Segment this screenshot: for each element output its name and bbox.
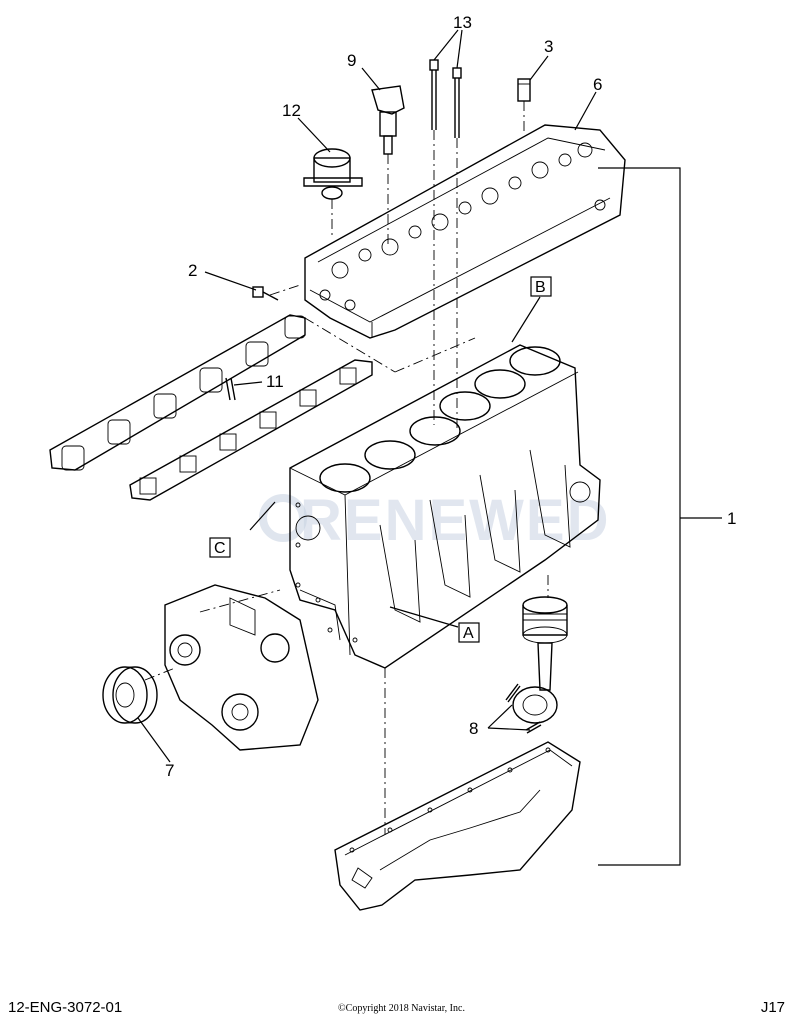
manifold-bolt: [252, 286, 279, 301]
cylinder-head: [304, 124, 626, 339]
callout-1: 1: [727, 509, 736, 528]
egr-valve: [303, 148, 363, 200]
box-label-b: B: [530, 276, 552, 297]
box-label-c: C: [209, 537, 231, 558]
head-bolts: [429, 59, 462, 138]
crankshaft-pulley: [102, 666, 158, 724]
manifold-gasket: [129, 359, 373, 501]
callout-12: 12: [282, 101, 301, 120]
rod-bolts: [505, 683, 542, 734]
page-number: J17: [760, 999, 785, 1016]
watermark-text: RENEWED: [300, 488, 610, 553]
front-cover: [164, 584, 319, 751]
callout-2: 2: [188, 261, 197, 280]
callout-7: 7: [165, 761, 174, 780]
copyright-notice: ©Copyright 2018 Navistar, Inc.: [338, 1003, 465, 1014]
leader-lines: [137, 29, 722, 866]
callout-labels: 13 3 9 6 12 2 11 1 8 7: [165, 13, 736, 780]
callout-13: 13: [453, 13, 472, 32]
document-id: 12-ENG-3072-01: [8, 999, 123, 1016]
callout-8: 8: [469, 719, 478, 738]
exhaust-manifold: [49, 314, 306, 471]
box-label-a-text: A: [463, 625, 474, 642]
box-label-a: A: [458, 622, 480, 643]
alignment-lines: [144, 101, 549, 835]
oil-pan: [334, 741, 581, 911]
valve-cover-bolt: [517, 78, 531, 102]
piston-assembly: [512, 596, 568, 724]
fuel-injector: [371, 85, 405, 155]
callout-3: 3: [544, 37, 553, 56]
callout-6: 6: [593, 75, 602, 94]
callout-9: 9: [347, 51, 356, 70]
box-label-b-text: B: [535, 279, 546, 296]
manifold-stud: [225, 377, 236, 401]
engine-block: [289, 344, 601, 669]
watermark: RENEWED: [259, 488, 610, 553]
callout-11: 11: [266, 372, 284, 391]
box-label-c-text: C: [214, 540, 226, 557]
